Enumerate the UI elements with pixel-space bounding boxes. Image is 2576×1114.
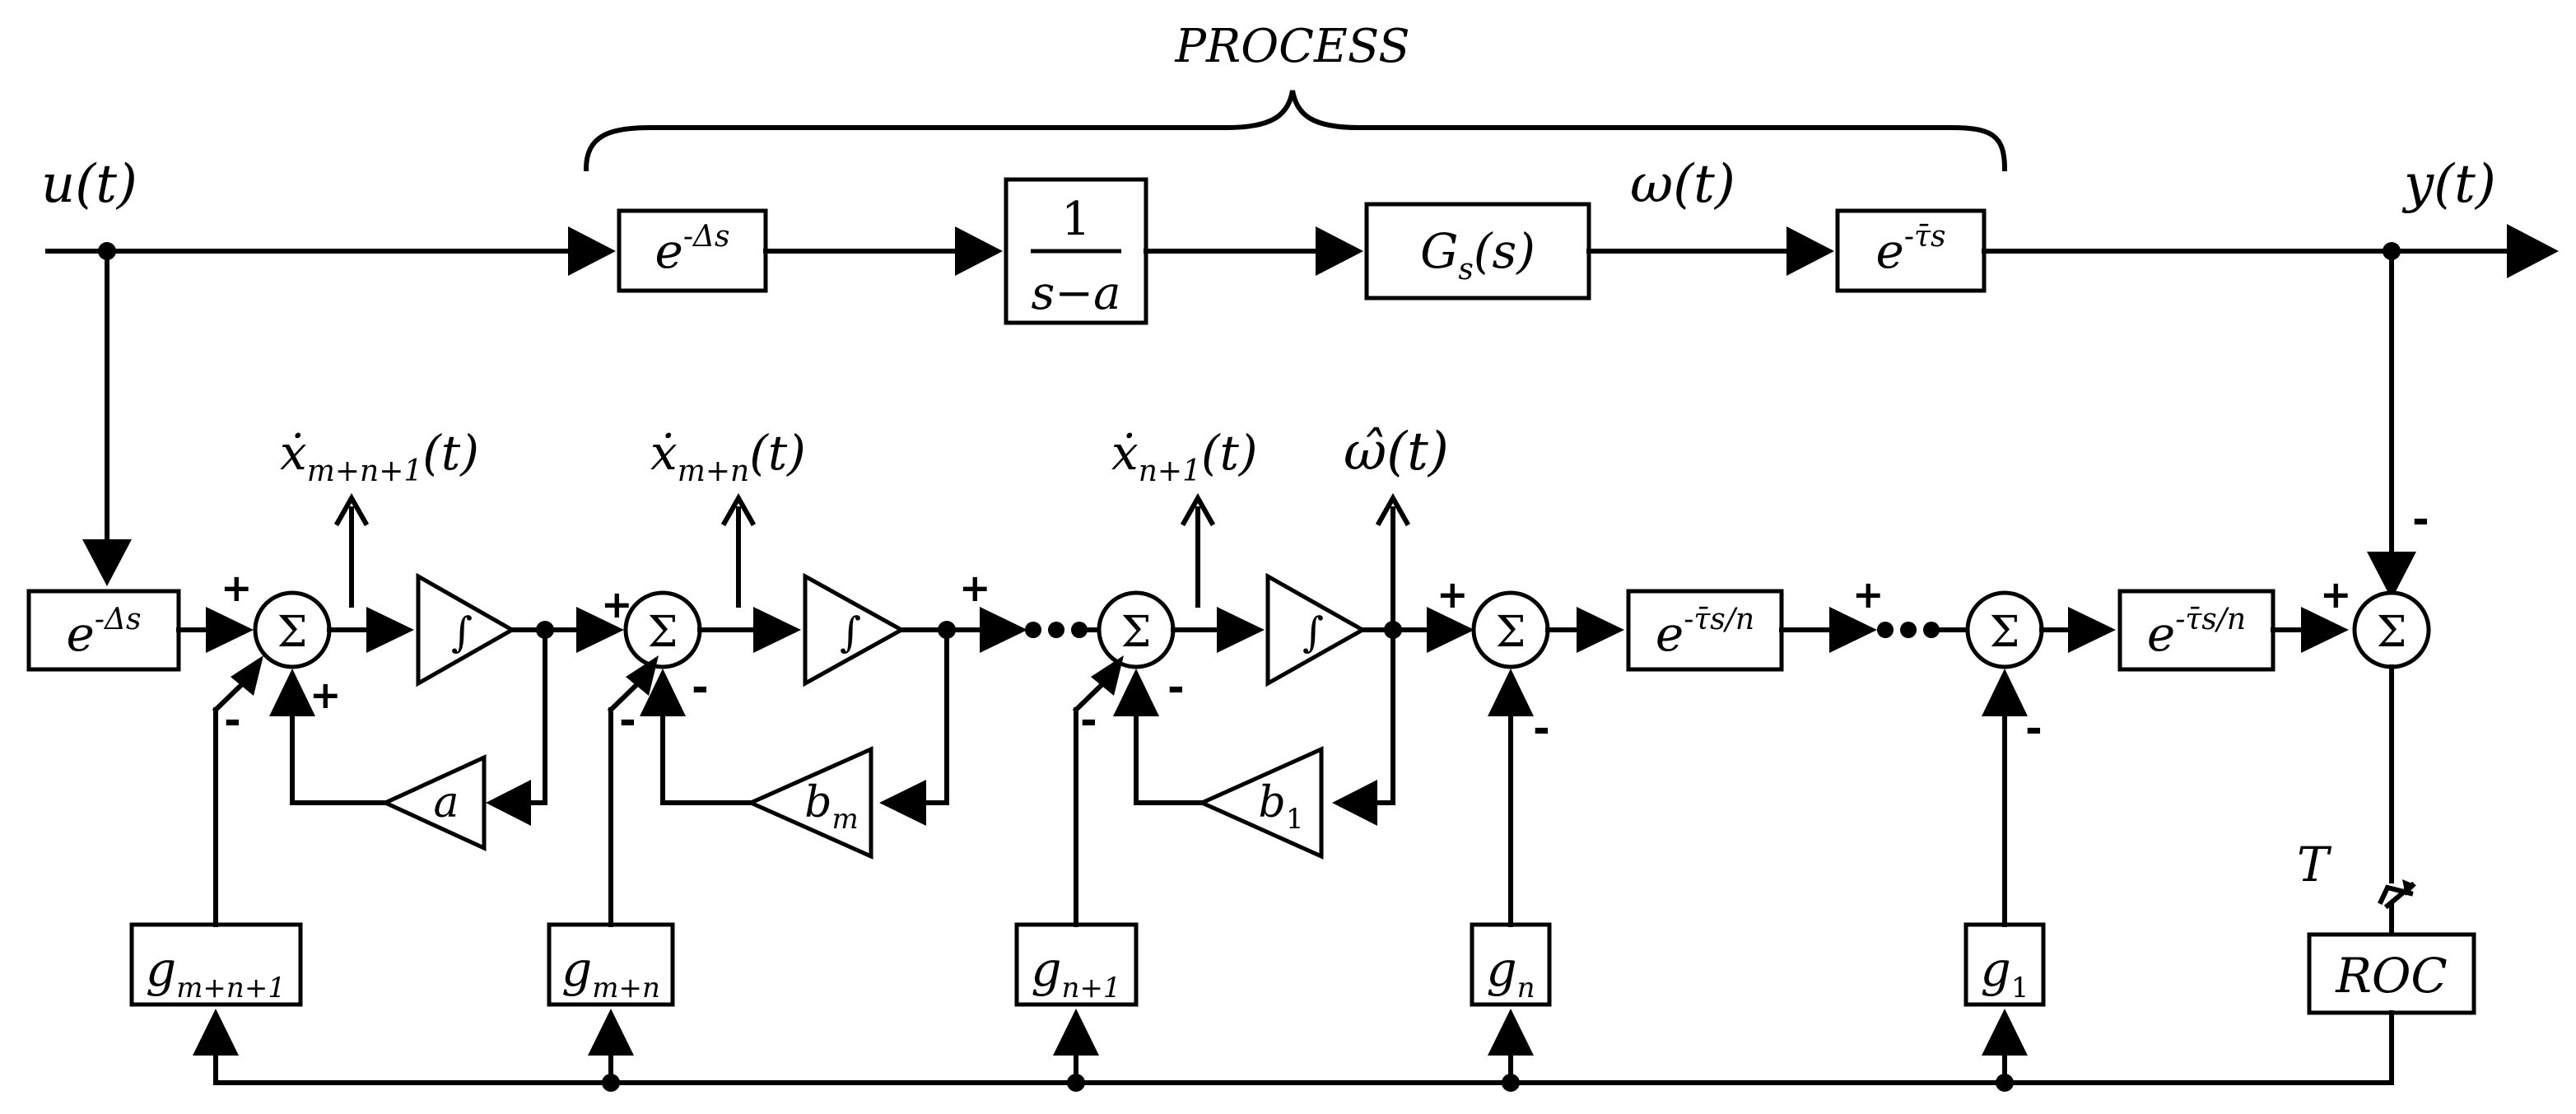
- sign-labels: + - + + - - + - - + - + - + -: [221, 496, 2429, 753]
- g-mn1-block: [129, 922, 303, 1007]
- svg-text:Σ: Σ: [1496, 608, 1526, 657]
- u-label: u(t): [41, 154, 137, 215]
- svg-text:+: +: [601, 582, 633, 627]
- svg-text:-: -: [2412, 496, 2429, 543]
- svg-text:-: -: [1533, 705, 1550, 753]
- gain-bm: [745, 746, 873, 860]
- svg-text:g1: g1: [1981, 941, 2029, 1004]
- svg-text:Σ: Σ: [277, 608, 308, 657]
- gs-block: [1364, 202, 1591, 301]
- svg-text:a: a: [433, 778, 459, 827]
- svg-text:Σ: Σ: [1121, 608, 1152, 657]
- svg-text:+: +: [2320, 572, 2352, 617]
- svg-text:+: +: [1437, 572, 1469, 617]
- svg-text:e-τ̄s/n: e-τ̄s/n: [2147, 603, 2246, 662]
- svg-text:-: -: [619, 697, 636, 744]
- integrator-2: [803, 572, 906, 688]
- integrator-3: [1265, 572, 1367, 688]
- x-mn-label: ẋm+n(t): [650, 425, 806, 488]
- omega-hat-label: ω̂(t): [1344, 422, 1449, 482]
- svg-text:∫: ∫: [451, 608, 473, 656]
- svg-text:∫: ∫: [1302, 608, 1324, 656]
- svg-text:-: -: [224, 697, 241, 744]
- stage-delay-block-2: [2117, 589, 2276, 672]
- integrator-1: [416, 572, 517, 688]
- g-mn-block: [547, 922, 675, 1007]
- roc-block: [2307, 932, 2476, 1015]
- svg-text:+: +: [1852, 572, 1884, 617]
- svg-text:+: +: [221, 566, 253, 610]
- svg-text:-: -: [2025, 705, 2043, 753]
- g-n1-block: [1014, 922, 1139, 1007]
- svg-text:s−a: s−a: [1031, 267, 1120, 320]
- svg-text:Σ: Σ: [1990, 608, 2020, 657]
- g-gain-blocks: gm+n+1 gm+n gn+1 gn g1: [129, 922, 2046, 1007]
- x-n1-label: ẋn+1(t): [1111, 425, 1258, 488]
- svg-text:-: -: [692, 664, 709, 711]
- svg-text:-: -: [1080, 697, 1097, 744]
- omega-label: ω(t): [1630, 154, 1735, 215]
- svg-text:bm: bm: [804, 778, 859, 836]
- gain-b1: [1196, 746, 1324, 860]
- svg-text:Σ: Σ: [648, 608, 678, 657]
- g-1-block: [1963, 922, 2046, 1007]
- stage-delay-block-1: [1626, 589, 1784, 672]
- gain-a: [380, 754, 487, 851]
- y-label: y(t): [2401, 154, 2496, 215]
- svg-text:∫: ∫: [840, 608, 861, 656]
- sampling-period-label: T: [2297, 837, 2332, 893]
- svg-text:1: 1: [1061, 193, 1091, 246]
- svg-text:ROC: ROC: [2335, 948, 2448, 1004]
- svg-text:-: -: [1167, 664, 1185, 711]
- x-mn1-label: ẋm+n+1(t): [280, 425, 479, 488]
- process-brace: [583, 90, 2008, 172]
- process-label: PROCESS: [1174, 20, 1409, 73]
- svg-text:+: +: [310, 673, 342, 717]
- svg-text:Σ: Σ: [2377, 608, 2407, 657]
- svg-text:+: +: [959, 566, 991, 610]
- gs-text: Gs(s): [1420, 223, 1535, 287]
- process-path: [45, 177, 2559, 325]
